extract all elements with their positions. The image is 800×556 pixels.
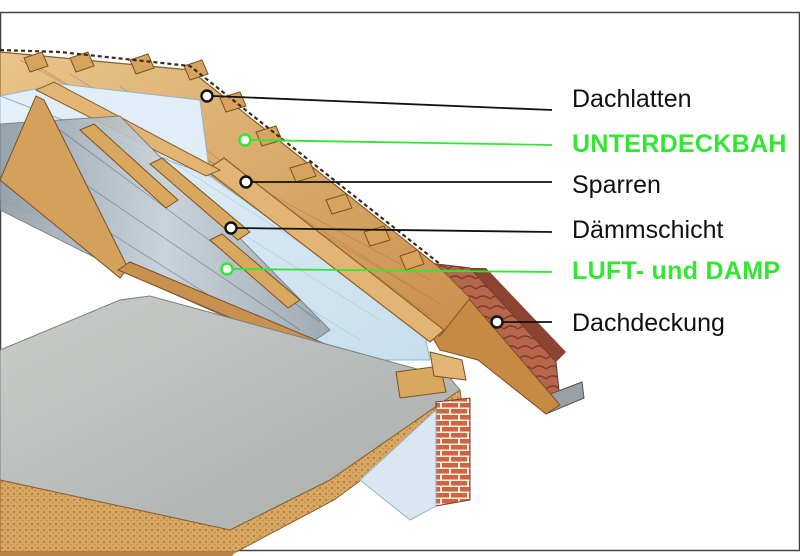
rafter — [204, 157, 445, 343]
eave-board — [409, 299, 561, 415]
tile-edge — [470, 268, 566, 362]
kneewall-board — [0, 95, 129, 279]
callout-lines — [212, 95, 553, 323]
callout-label-daemmschicht: Dämmschicht — [572, 216, 724, 244]
callout-label-dachdeckung: Dachdeckung — [572, 309, 725, 337]
callout-label-dachlatten: Dachlatten — [572, 85, 692, 113]
rafter-foot — [429, 351, 467, 381]
tile-profile-line — [0, 48, 441, 265]
callout-label-luft-und-dampfsperre: LUFT- und DAMP — [572, 257, 781, 285]
wall-plaster — [359, 408, 437, 521]
callout-label-sparren: Sparren — [572, 171, 661, 199]
brick-wall — [435, 397, 471, 507]
callout-label-unterdeckbahn: UNTERDECKBAH — [572, 130, 787, 158]
callout-markers — [200, 89, 504, 329]
